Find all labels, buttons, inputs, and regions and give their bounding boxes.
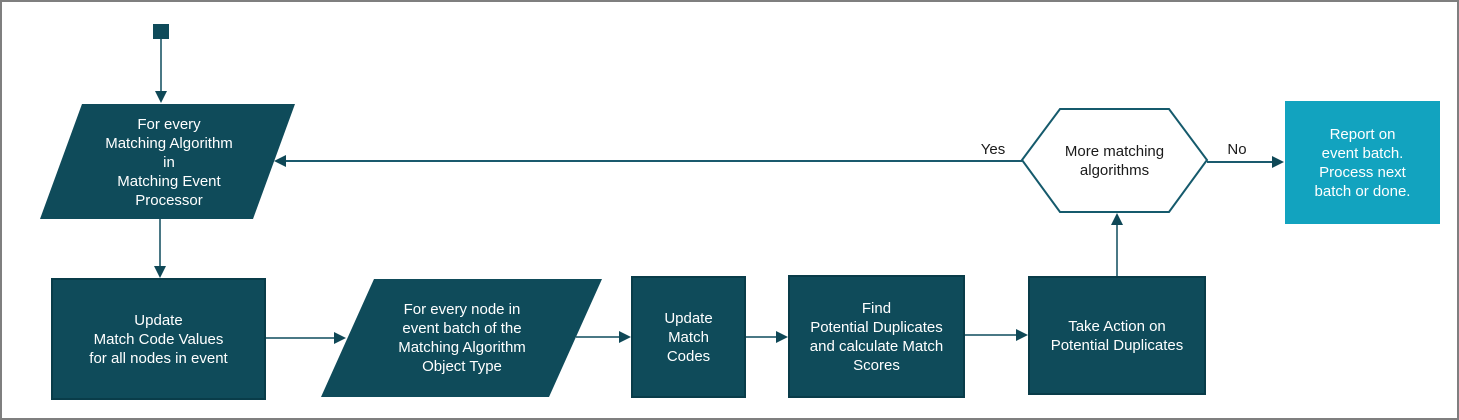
- update-match-code-values-box: [51, 278, 266, 400]
- find-potential-duplicates-box: [788, 275, 965, 398]
- arrowhead-right-icon: [334, 332, 346, 344]
- loop-node-parallelogram: [321, 279, 602, 397]
- report-box: [1285, 101, 1440, 224]
- arrowhead-right-icon: [1272, 156, 1284, 168]
- arrowhead-left-icon: [274, 155, 286, 167]
- start-node: [153, 24, 169, 39]
- take-action-box: [1028, 276, 1206, 395]
- arrowhead-right-icon: [776, 331, 788, 343]
- update-match-codes-box: [631, 276, 746, 398]
- arrowhead-down-icon: [155, 91, 167, 103]
- more-matching-algorithms-decision: [1020, 108, 1209, 213]
- arrowhead-down-icon: [154, 266, 166, 278]
- arrowhead-right-icon: [1016, 329, 1028, 341]
- arrowhead-up-icon: [1111, 213, 1123, 225]
- arrowhead-right-icon: [619, 331, 631, 343]
- yes-label: Yes: [980, 141, 1006, 158]
- no-label: No: [1227, 141, 1247, 158]
- loop-matching-algorithm-parallelogram: [40, 104, 295, 219]
